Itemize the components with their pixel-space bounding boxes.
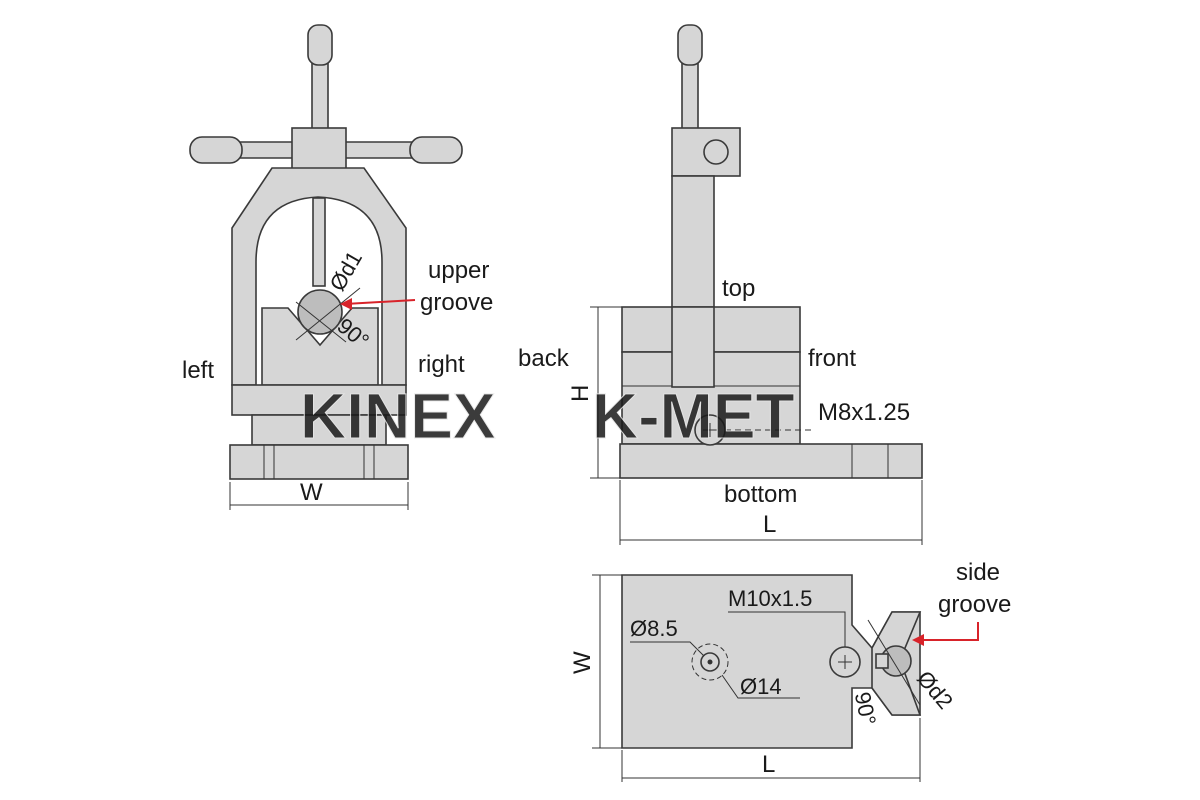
t-handle-left-grip [189,136,243,164]
watermark: KINEX K-MET [300,380,796,453]
watermark-chevrons [527,391,593,445]
upper-groove-ball [297,289,343,335]
watermark-left: KINEX [300,380,496,452]
side-groove-label-2: groove [938,591,1011,618]
side-groove-pointer [920,622,979,641]
side-upright-overlay [671,306,715,388]
t-handle-right-grip [409,136,463,164]
inner-screw-rod [312,197,326,287]
upper-groove-label-1: upper [428,257,489,284]
front-body-middle [231,384,407,416]
front-diameter-label: Ød1 [325,247,367,296]
side-screw-knob [677,24,703,66]
back-label: back [518,345,570,372]
right-label: right [418,351,465,378]
front-base [229,444,409,480]
height-label: H [567,385,594,402]
watermark-right: K-MET [592,380,795,452]
side-thread-label: M8x1.25 [818,399,910,426]
side-clamp-head-hole [703,139,729,165]
upper-groove-pointer [344,299,416,305]
top-label: top [722,275,755,302]
side-view: top back front H M8x1.25 bottom L [518,24,923,545]
front-width-label: W [300,479,323,506]
bottom-length-label: L [762,751,775,778]
m10-thread-label: M10x1.5 [728,586,812,611]
bottom-label: bottom [724,481,797,508]
side-groove-label-1: side [956,559,1000,586]
front-view: upper groove Ød1 90° left right W [182,24,493,510]
bottom-view: side groove M10x1.5 Ø8.5 Ø14 Ød2 90° W L [569,559,1011,782]
upper-groove-label-2: groove [420,289,493,316]
bottom-width-label: W [569,651,596,674]
left-label: left [182,357,214,384]
hole-outer-label: Ø14 [740,674,782,699]
counterbore-outer-circle [691,643,729,681]
hole-inner-label: Ø8.5 [630,616,678,641]
side-base [619,443,923,479]
screw-knob [307,24,333,66]
front-label: front [808,345,856,372]
front-body-neck [251,414,387,446]
side-angle-label: 90° [850,690,881,728]
side-length-label: L [763,511,776,538]
